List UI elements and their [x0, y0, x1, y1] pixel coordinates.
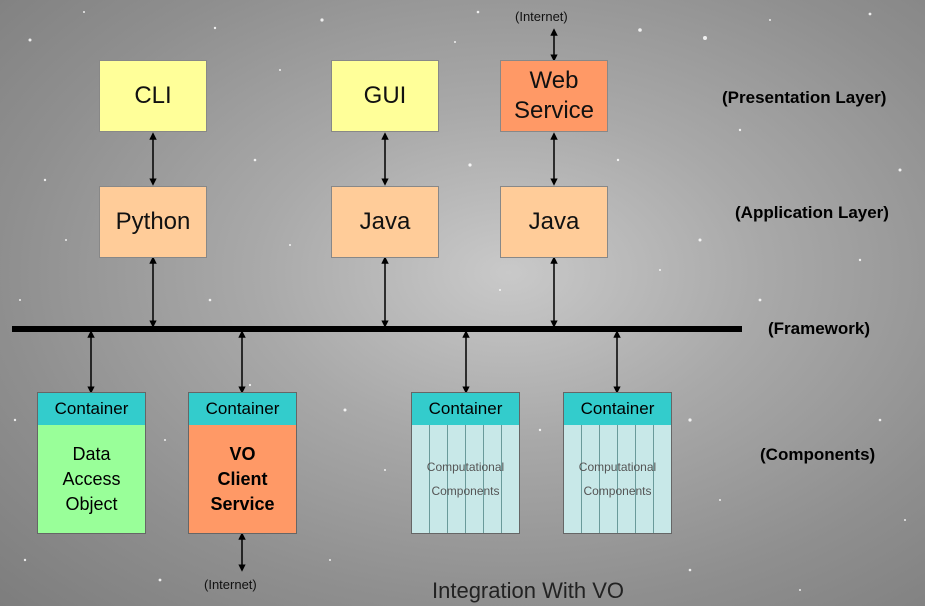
- gui-box: GUI: [331, 60, 439, 132]
- python-box: Python: [99, 186, 207, 258]
- gui-label: GUI: [363, 82, 407, 109]
- java-box-web: Java: [500, 186, 608, 258]
- container-header: Container: [189, 393, 296, 426]
- web-service-box: Web Service: [500, 60, 608, 132]
- dao-line2: Access: [62, 468, 121, 489]
- application-layer-label: (Application Layer): [735, 203, 889, 222]
- components-label: (Components): [760, 445, 876, 464]
- web-service-label-line1: Web: [529, 67, 579, 94]
- java-box-gui: Java: [331, 186, 439, 258]
- vo-line3: Service: [210, 493, 275, 514]
- vo-line2: Client: [217, 468, 268, 489]
- cli-box: CLI: [99, 60, 207, 132]
- container-computational-1: Container Computational Components: [411, 392, 520, 534]
- container-header: Container: [564, 393, 671, 426]
- container-header: Container: [38, 393, 145, 426]
- java-label-gui: Java: [359, 208, 411, 235]
- web-service-label-line2: Service: [513, 97, 595, 124]
- internet-label-top: (Internet): [515, 9, 568, 24]
- data-access-object-body: Data Access Object: [38, 425, 145, 533]
- container-header: Container: [412, 393, 519, 426]
- comp-line1: Computational: [578, 460, 657, 474]
- component-columns: [412, 425, 519, 533]
- container-data-access: Container Data Access Object: [37, 392, 146, 534]
- dao-line3: Object: [65, 493, 118, 514]
- container-vo-client: Container VO Client Service: [188, 392, 297, 534]
- comp-line2: Components: [431, 484, 500, 498]
- container-computational-2: Container Computational Components: [563, 392, 672, 534]
- comp-line2: Components: [583, 484, 652, 498]
- java-label-web: Java: [528, 208, 580, 235]
- computational-components-body: Computational Components: [412, 425, 519, 533]
- vo-client-service-body: VO Client Service: [189, 425, 296, 533]
- dao-line1: Data: [72, 443, 111, 464]
- framework-label: (Framework): [768, 319, 871, 338]
- python-label: Python: [115, 208, 191, 235]
- component-columns: [564, 425, 671, 533]
- vo-line1: VO: [229, 443, 256, 464]
- diagram-caption: Integration With VO: [432, 578, 624, 603]
- cli-label: CLI: [134, 82, 172, 109]
- presentation-layer-label: (Presentation Layer): [722, 88, 887, 107]
- comp-line1: Computational: [426, 460, 505, 474]
- computational-components-body: Computational Components: [564, 425, 671, 533]
- internet-label-bottom: (Internet): [204, 577, 257, 592]
